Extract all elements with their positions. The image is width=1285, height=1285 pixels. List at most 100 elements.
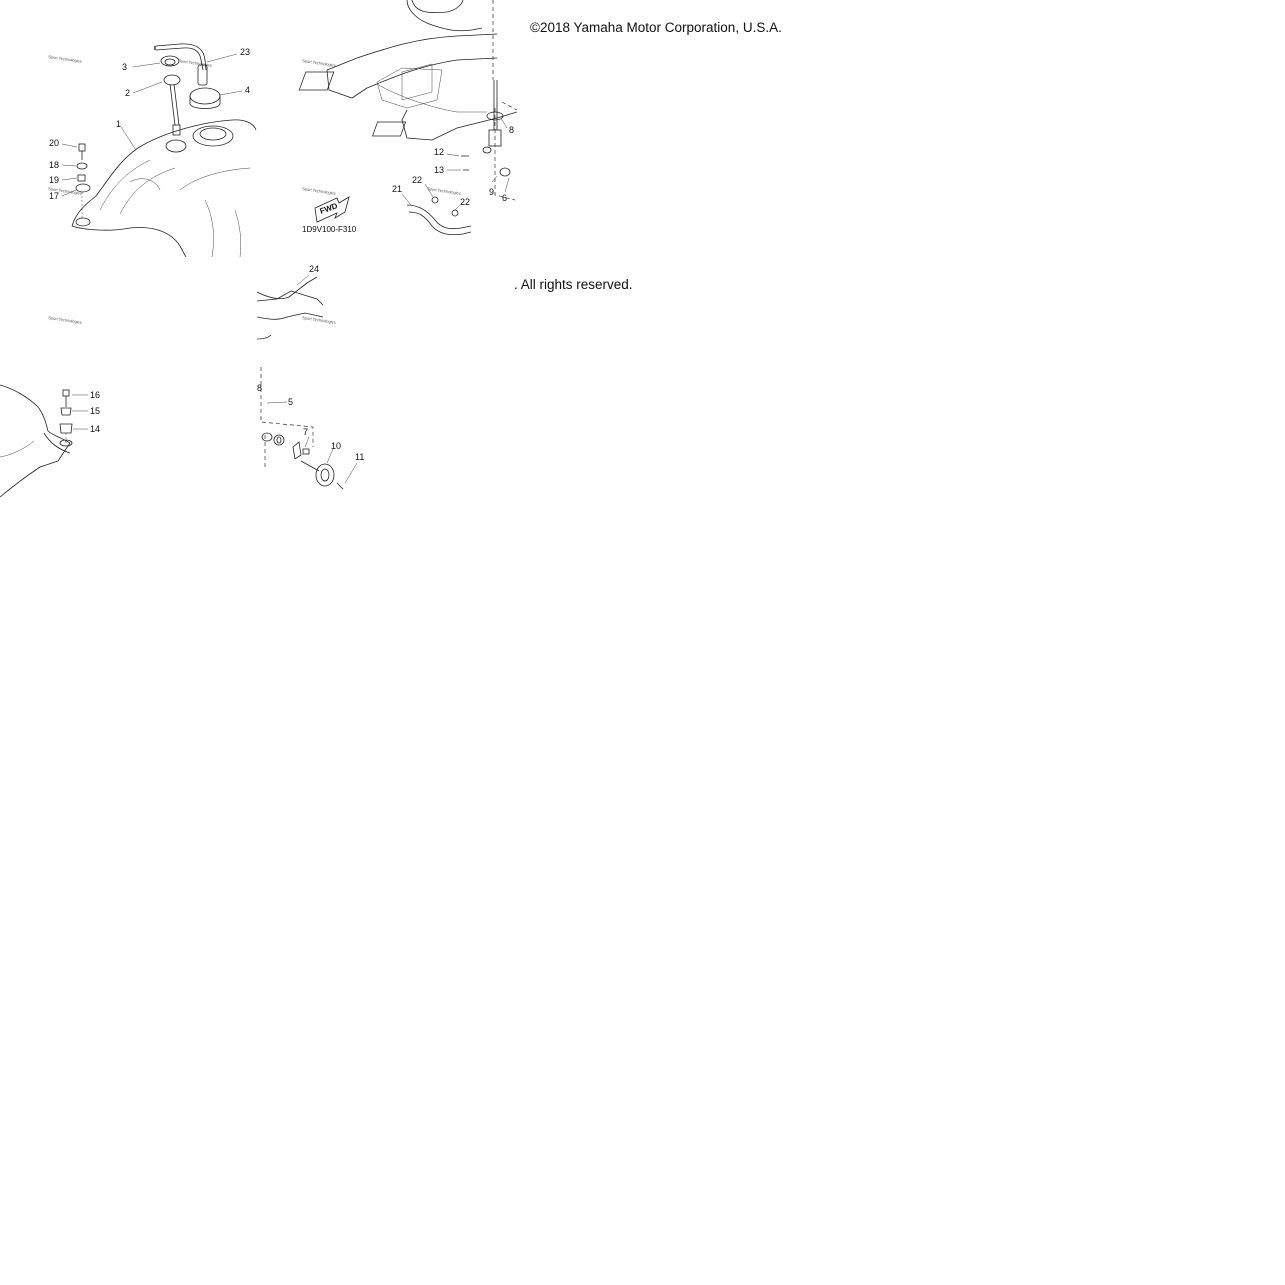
o-ring — [273, 434, 285, 446]
leader-line — [326, 448, 334, 464]
fuel-cap — [189, 87, 221, 105]
plate — [292, 441, 302, 460]
tank-underside — [326, 33, 498, 71]
leader-line — [344, 462, 358, 484]
mount-hole — [75, 217, 91, 227]
fwd-arrow-icon: FWD — [314, 196, 350, 223]
breather-hose — [153, 45, 204, 71]
watermark-text: Sport Technologies — [48, 315, 82, 325]
callout-9: 9 — [489, 187, 494, 197]
gasket — [261, 432, 273, 442]
callout-21: 21 — [392, 184, 402, 194]
fuel-cock-body — [488, 129, 502, 147]
fuel-tank-outline — [71, 119, 257, 227]
callout-7: 7 — [303, 427, 308, 437]
tank-underside — [257, 290, 324, 306]
leader-line — [266, 401, 288, 404]
leader-line — [296, 274, 310, 286]
tank-rear-outline — [43, 432, 71, 454]
callout-18: 18 — [49, 160, 59, 170]
leader-line — [491, 175, 498, 183]
screw — [302, 448, 310, 455]
callout-4: 4 — [245, 85, 250, 95]
copyright-line-1: ©2018 Yamaha Motor Corporation, U.S.A. — [530, 20, 782, 35]
callout-11: 11 — [355, 452, 364, 462]
callout-8: 8 — [509, 125, 514, 135]
tank-contour — [0, 440, 35, 458]
watermark-text: Sport Technologies — [48, 186, 82, 196]
mount-tab — [371, 121, 407, 137]
leader-line — [424, 183, 434, 198]
leader-line — [504, 177, 510, 193]
leader-line — [304, 436, 310, 448]
callout-19: 19 — [49, 175, 59, 185]
tank-underside — [401, 109, 517, 141]
callout-16: 16 — [90, 390, 100, 400]
tank-underside — [257, 276, 318, 300]
watermark-text: Sport Technologies — [302, 58, 336, 68]
leader-line — [61, 143, 78, 148]
watermark-text: Sport Technologies — [178, 58, 212, 68]
breather-hose — [153, 43, 207, 71]
gauge-grommet — [163, 74, 181, 86]
fuel-cap — [189, 96, 221, 109]
callout-14: 14 — [90, 424, 100, 434]
diagram-tile-fuel-tank: Sport Technologies Sport Technologies Sp… — [0, 0, 257, 257]
diagram-code: 1D9V100-F310 — [302, 225, 357, 234]
breather-fitting — [197, 64, 208, 86]
hose-clip — [431, 196, 439, 204]
heat-shield — [376, 67, 443, 109]
gauge-cap — [160, 55, 180, 67]
mount-tab — [298, 71, 335, 91]
gasket — [486, 111, 504, 121]
callout-20: 20 — [49, 138, 59, 148]
callout-17: 17 — [49, 191, 59, 201]
damper — [59, 423, 73, 434]
leader-line — [120, 126, 137, 151]
fuel-cock-lever — [315, 463, 335, 487]
screw — [336, 482, 344, 490]
mount-hole — [59, 439, 73, 447]
callout-13: 13 — [434, 165, 444, 175]
bolt — [62, 389, 70, 397]
gauge-cap — [164, 58, 176, 66]
screw — [461, 155, 469, 171]
callout-12: 12 — [434, 147, 444, 157]
heat-shield — [401, 63, 433, 101]
leader-line — [61, 189, 77, 197]
o-ring — [499, 167, 511, 177]
tank-contour — [376, 83, 487, 113]
leader-line — [219, 90, 243, 96]
leader-line — [132, 81, 163, 94]
dashed-assembly-line — [260, 367, 314, 467]
callout-5: 5 — [288, 397, 293, 407]
watermark-text: Sport Technologies — [427, 186, 461, 196]
tank-underside — [257, 312, 324, 320]
tank-underside — [326, 57, 498, 99]
fuel-hose — [408, 211, 472, 236]
copyright-line-2: . All rights reserved. — [514, 277, 633, 292]
tank-contour — [99, 159, 251, 215]
bolt — [78, 143, 86, 152]
callout-23: 23 — [240, 47, 250, 57]
o-ring — [276, 436, 282, 444]
collar — [60, 407, 72, 416]
tank-underside — [411, 0, 464, 14]
leader-line — [132, 62, 161, 68]
leader-line — [454, 204, 461, 211]
fuel-cock-lever — [300, 460, 320, 472]
hose-clip — [451, 209, 459, 217]
leader-line — [500, 117, 508, 129]
leader-line — [61, 177, 78, 181]
watermark-text: Sport Technologies — [48, 54, 82, 64]
filler-neck — [192, 125, 234, 147]
callout-15: 15 — [90, 406, 100, 416]
diagram-tile-cock-assembly: Sport Technologies 24 8 5 7 10 11 — [257, 257, 377, 500]
fuel-cock-strainer — [493, 80, 498, 130]
gauge-port — [165, 139, 187, 153]
callout-1: 1 — [116, 119, 121, 129]
washer — [76, 162, 88, 170]
callout-22-lower: 22 — [460, 197, 470, 207]
damper — [75, 183, 91, 193]
fuel-hose — [406, 204, 472, 230]
